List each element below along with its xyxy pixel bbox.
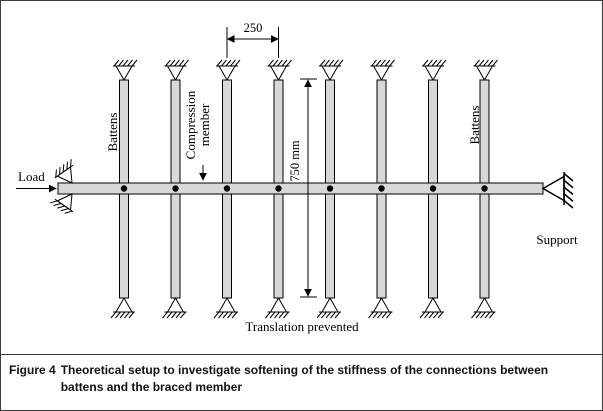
figure-caption: Figure 4 Theoretical setup to investigat…	[1, 354, 602, 410]
joint-dots	[120, 185, 488, 192]
right-end-support-icon	[542, 171, 574, 209]
figure-caption-text: Theoretical setup to investigate softeni…	[60, 363, 549, 394]
dimension-750: 750 mm	[288, 78, 317, 298]
figure-label: Figure 4	[9, 363, 56, 377]
battens-label-left: Battens	[105, 113, 120, 152]
load-label: Load	[18, 169, 45, 184]
joint-dot	[481, 185, 488, 192]
translation-prevented-label: Translation prevented	[245, 319, 359, 334]
dimension-250-label: 250	[244, 21, 263, 35]
compression-member-bar	[57, 182, 544, 195]
joint-dot	[275, 185, 282, 192]
dimension-250: 250	[226, 21, 279, 58]
joint-dot	[429, 185, 437, 192]
support-label: Support	[536, 232, 578, 247]
joint-dot	[223, 185, 231, 192]
dimension-750-label: 750 mm	[288, 140, 302, 182]
battens-label-right: Battens	[467, 106, 482, 145]
joint-dot	[120, 185, 128, 192]
diagram-svg: Load Support Battens Battens Compression…	[16, 21, 578, 334]
diagram-area: Load Support Battens Battens Compression…	[1, 1, 602, 354]
compression-member-label-line1: Compression	[183, 90, 198, 159]
joint-dot	[378, 185, 385, 192]
joint-dot	[326, 185, 334, 192]
compression-member-label-line2: member	[197, 103, 212, 146]
joint-dot	[172, 185, 179, 192]
